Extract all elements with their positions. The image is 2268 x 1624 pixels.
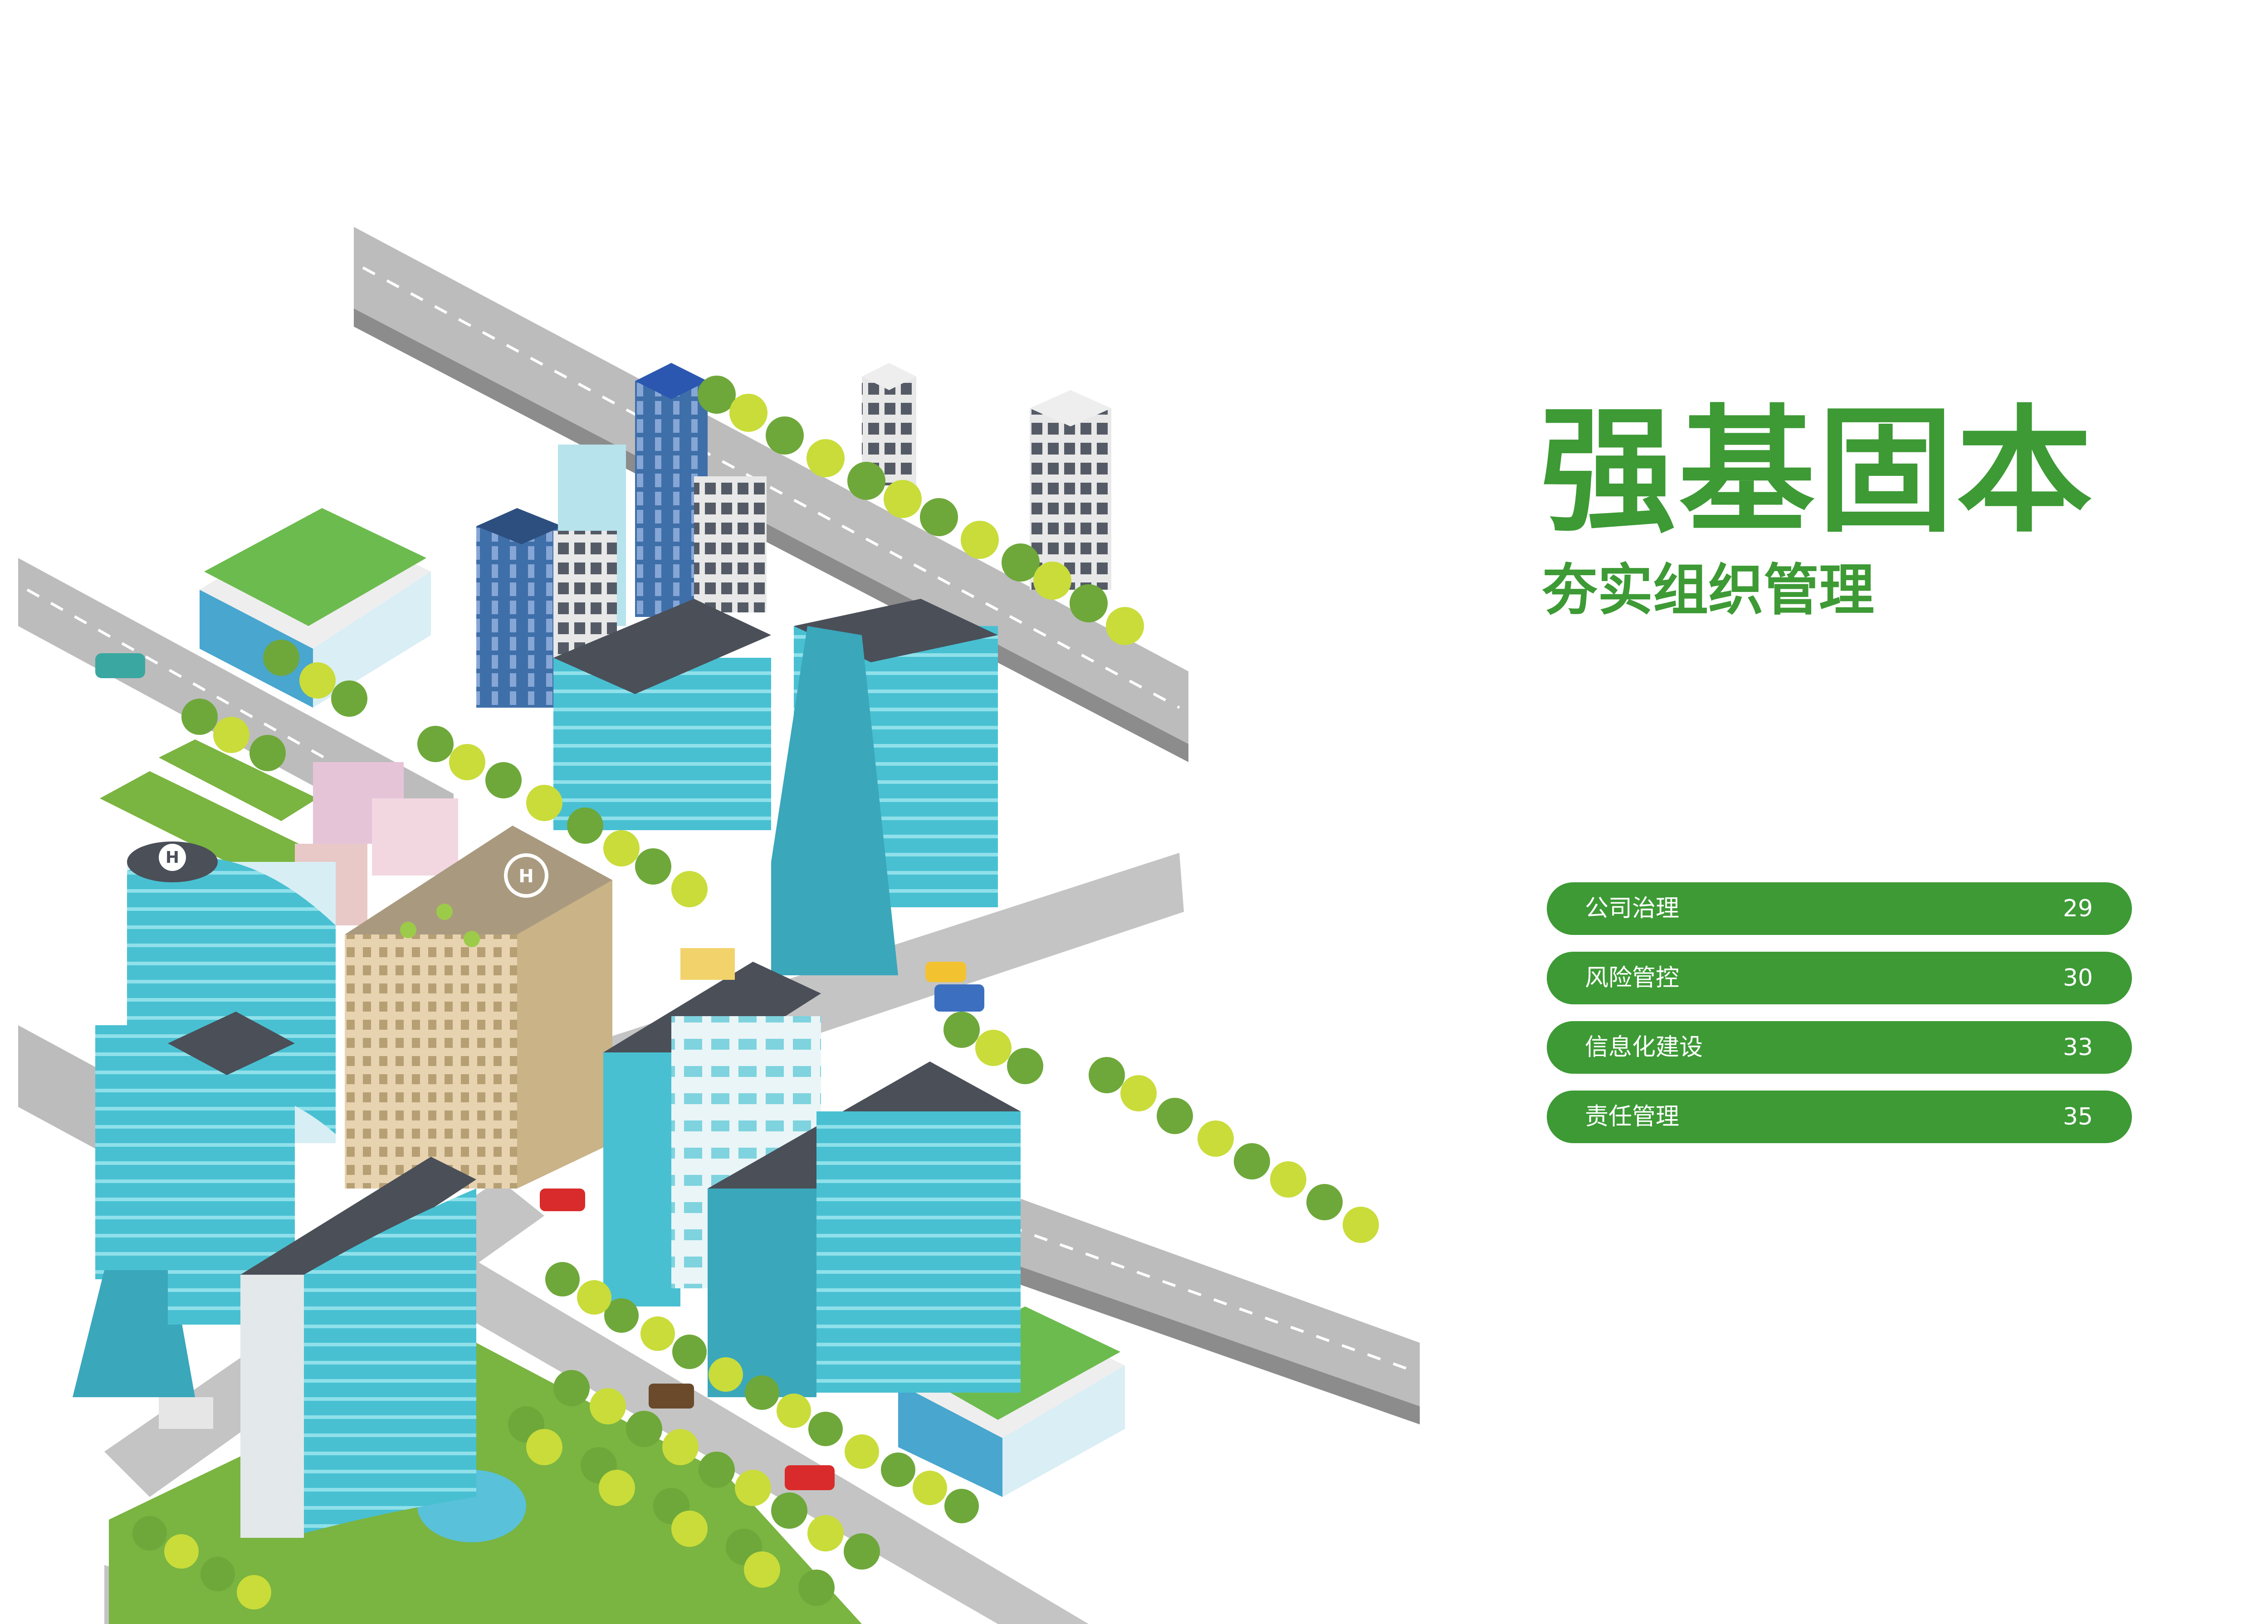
toc-item-label: 责任管理 <box>1585 1103 1680 1130</box>
toc-item-label: 公司治理 <box>1585 895 1680 922</box>
section-title: 强基固本 <box>1540 392 2095 551</box>
toc-item-label: 风险管控 <box>1585 964 1680 992</box>
curved-building-bottom <box>240 1157 476 1538</box>
toc-item-page: 33 <box>2063 1034 2093 1061</box>
lawn-strip <box>100 771 318 885</box>
section-subtitle: 夯实组织管理 <box>1542 558 1874 622</box>
toc-item-page: 35 <box>2063 1103 2093 1130</box>
helipad-label-center: H <box>518 866 533 887</box>
tower-left <box>73 1012 295 1397</box>
toc-item-page: 30 <box>2063 964 2093 992</box>
trees <box>132 376 1379 1609</box>
helipad-label-left: H <box>166 848 179 867</box>
toc-item-label: 信息化建设 <box>1585 1034 1703 1061</box>
toc-item-informatization[interactable]: 信息化建设 33 <box>1547 1021 2132 1074</box>
table-of-contents: 公司治理 29 风险管控 30 信息化建设 33 责任管理 35 <box>1547 882 2132 1160</box>
glass-building-center <box>708 1061 1021 1397</box>
toc-item-page: 29 <box>2063 895 2093 922</box>
toc-item-corporate-governance[interactable]: 公司治理 29 <box>1547 882 2132 935</box>
beige-office: H <box>345 826 612 1189</box>
toc-item-risk-control[interactable]: 风险管控 30 <box>1547 952 2132 1004</box>
vehicles <box>95 653 984 1490</box>
glass-building-top <box>553 599 998 975</box>
toc-item-responsibility-management[interactable]: 责任管理 35 <box>1547 1091 2132 1143</box>
isometric-city-illustration: H H <box>18 227 1420 1624</box>
green-roof-building-left <box>200 508 431 708</box>
lawn-strip-2 <box>159 739 318 821</box>
